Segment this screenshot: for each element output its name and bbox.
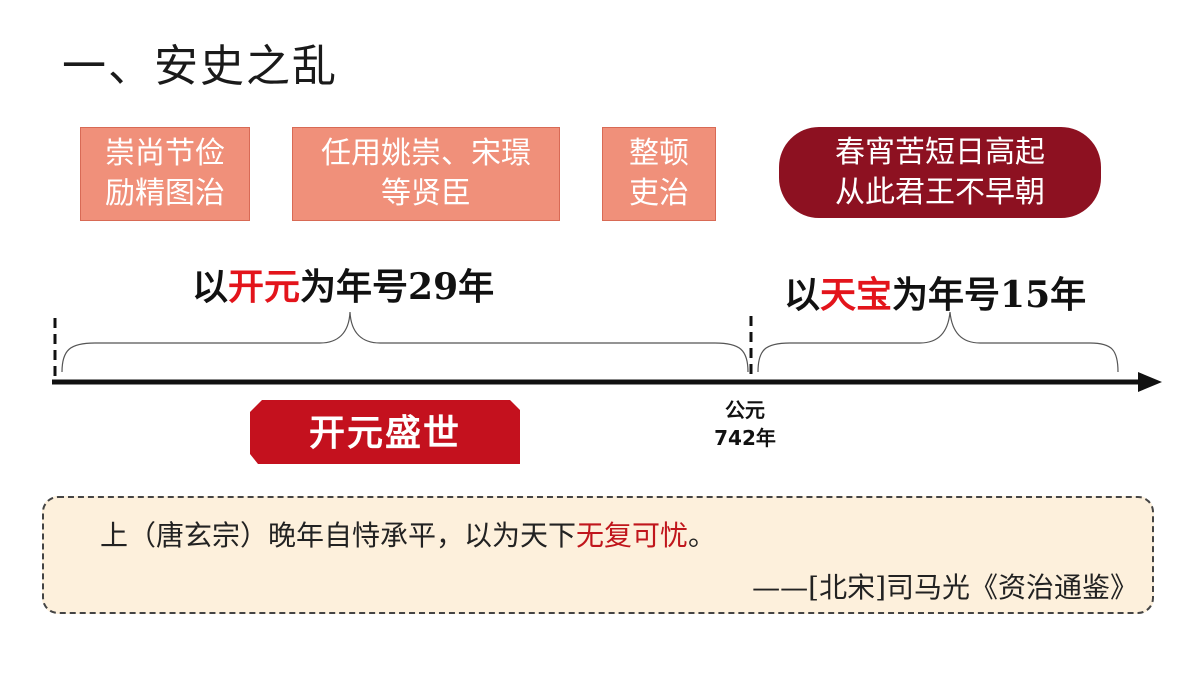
year-marker-label: 公元 742年 <box>700 396 790 452</box>
policy-box-line: 任用姚崇、宋璟 <box>321 136 531 171</box>
brace-tianbao <box>757 311 1119 373</box>
era-suffix: 为年号29年 <box>300 266 495 308</box>
quote-text-before: 上（唐玄宗）晚年自恃承平，以为天下 <box>100 519 577 552</box>
poem-line: 春宵苦短日高起 <box>835 134 1045 170</box>
quote-source: ——[北宋]司马光《资治通鉴》 <box>752 571 1138 604</box>
poem-line: 从此君王不早朝 <box>835 174 1045 210</box>
era-prefix: 以 <box>784 274 821 316</box>
policy-box-line: 整顿 <box>629 136 689 171</box>
quote-text-after: 。 <box>688 519 717 552</box>
policy-box-officials: 整顿 吏治 <box>602 127 716 221</box>
poem-pill: 春宵苦短日高起 从此君王不早朝 <box>779 127 1101 218</box>
quote-text-highlight: 无复可忧 <box>576 519 689 552</box>
policy-box-line: 等贤臣 <box>381 176 471 211</box>
year-marker-line: 公元 <box>725 398 765 422</box>
policy-box-frugality: 崇尚节俭 励精图治 <box>80 127 250 221</box>
quote-box <box>42 496 1154 614</box>
timeline-arrow-head <box>1138 372 1162 392</box>
banner-shape <box>250 400 520 464</box>
era-suffix: 为年号15年 <box>892 274 1087 316</box>
year-marker-line: 742年 <box>714 426 776 450</box>
policy-box-line: 崇尚节俭 <box>105 136 225 171</box>
quote-text: 上（唐玄宗）晚年自恃承平，以为天下无复可忧。 <box>100 514 716 554</box>
era-kaiyuan-label: 以开元为年号29年 <box>192 258 494 310</box>
policy-box-ministers: 任用姚崇、宋璟 等贤臣 <box>292 127 560 221</box>
era-name-highlight: 开元 <box>228 266 301 308</box>
kaiyuan-prosperity-banner: 开元盛世 <box>308 413 461 454</box>
policy-box-line: 吏治 <box>629 176 689 211</box>
era-prefix: 以 <box>192 266 229 308</box>
brace-kaiyuan <box>61 311 749 373</box>
policy-box-line: 励精图治 <box>105 176 225 211</box>
era-tianbao-label: 以天宝为年号15年 <box>784 266 1086 318</box>
page-title: 一、安史之乱 <box>62 41 338 92</box>
era-name-highlight: 天宝 <box>820 274 893 316</box>
